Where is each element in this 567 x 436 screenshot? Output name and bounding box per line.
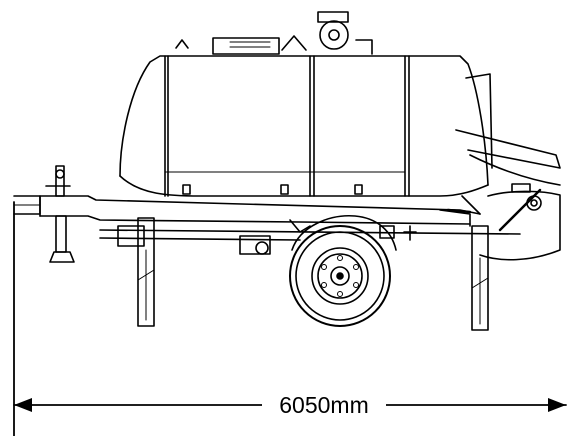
underframe-parts	[239, 208, 472, 255]
arrow-right-icon	[548, 398, 566, 412]
hopper	[455, 73, 561, 261]
main-hood	[119, 55, 489, 197]
engine-top-parts	[175, 11, 373, 55]
dimension-label: 6050mm	[262, 392, 386, 419]
stabilizer-legs	[117, 217, 489, 331]
wheel-assembly	[289, 215, 397, 327]
arrow-left-icon	[14, 398, 32, 412]
chassis-frame	[39, 195, 521, 241]
drawbar-jack	[13, 165, 75, 263]
dimension-line	[13, 201, 567, 436]
